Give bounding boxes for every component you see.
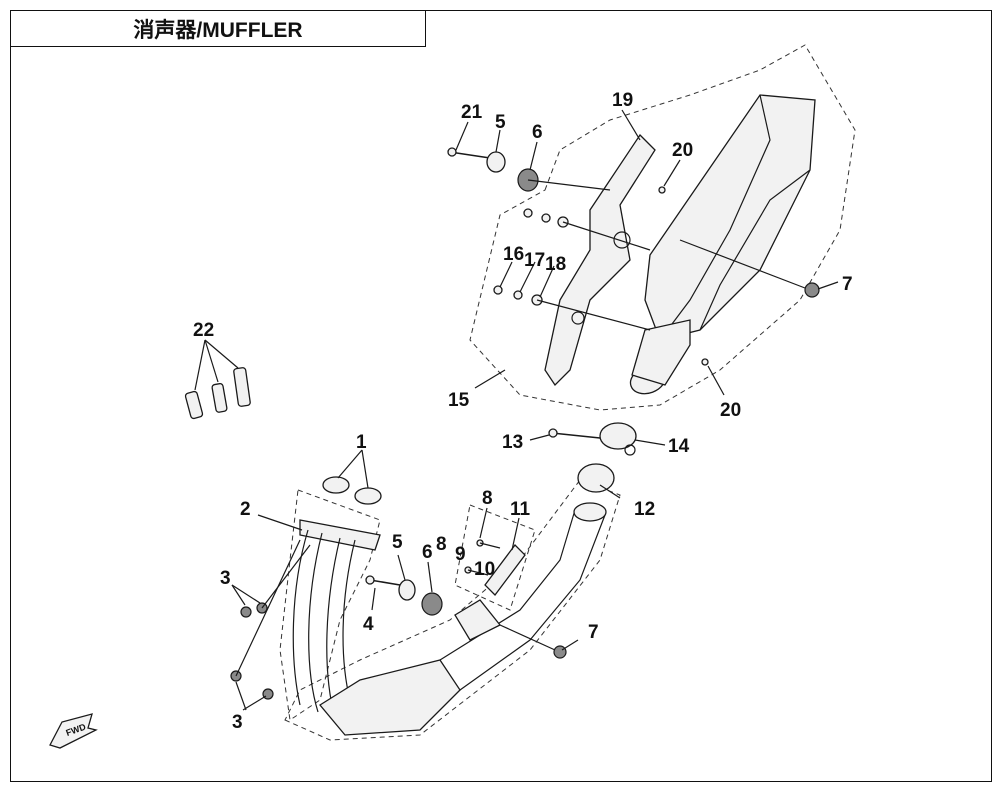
callout-7: 7 — [842, 274, 853, 295]
callout-13: 13 — [502, 432, 523, 453]
callout-1: 1 — [356, 432, 367, 453]
muffler-bracket — [544, 133, 656, 387]
header-group-outline — [279, 489, 381, 721]
callout-22: 22 — [193, 320, 214, 341]
fwd-arrow-icon: FWD — [49, 713, 98, 749]
callout-5: 5 — [495, 112, 506, 133]
callout-20: 20 — [672, 140, 693, 161]
diagram-title: 消声器/MUFFLER — [10, 10, 426, 47]
leader-lines — [231, 109, 839, 711]
callout-4: 4 — [363, 614, 374, 635]
bracket-group-outline — [454, 504, 536, 611]
callout-12: 12 — [634, 499, 655, 520]
diagram-frame — [10, 10, 992, 782]
callout-16: 16 — [503, 244, 524, 265]
callout-14: 14 — [668, 436, 690, 457]
oxygen-sensors — [184, 339, 251, 420]
muffler-assembly-outline — [469, 44, 856, 411]
callout-6: 6 — [422, 542, 433, 563]
callout-8: 8 — [482, 488, 493, 509]
callout-7: 7 — [588, 622, 599, 643]
callout-11: 11 — [510, 499, 531, 520]
callout-17: 17 — [524, 250, 545, 271]
callout-19: 19 — [612, 90, 633, 111]
muffler-hardware — [447, 147, 820, 366]
callout-labels: 1 2 3 3 4 5 5 6 6 7 7 8 8 9 10 11 12 13 … — [193, 90, 853, 733]
pipe-clamp — [548, 422, 637, 493]
callout-3: 3 — [220, 568, 231, 589]
callout-6: 6 — [532, 122, 543, 143]
callout-15: 15 — [448, 390, 470, 411]
callout-2: 2 — [240, 499, 251, 520]
callout-21: 21 — [461, 102, 483, 123]
callout-3: 3 — [232, 712, 243, 733]
exhaust-header-pipes — [292, 476, 607, 736]
callout-20: 20 — [720, 400, 741, 421]
callout-18: 18 — [545, 254, 566, 275]
muffler-body — [629, 94, 816, 395]
header-hardware — [230, 539, 567, 700]
callout-8: 8 — [436, 534, 447, 555]
callout-10: 10 — [474, 559, 495, 580]
callout-9: 9 — [455, 544, 466, 565]
callout-5: 5 — [392, 532, 403, 553]
